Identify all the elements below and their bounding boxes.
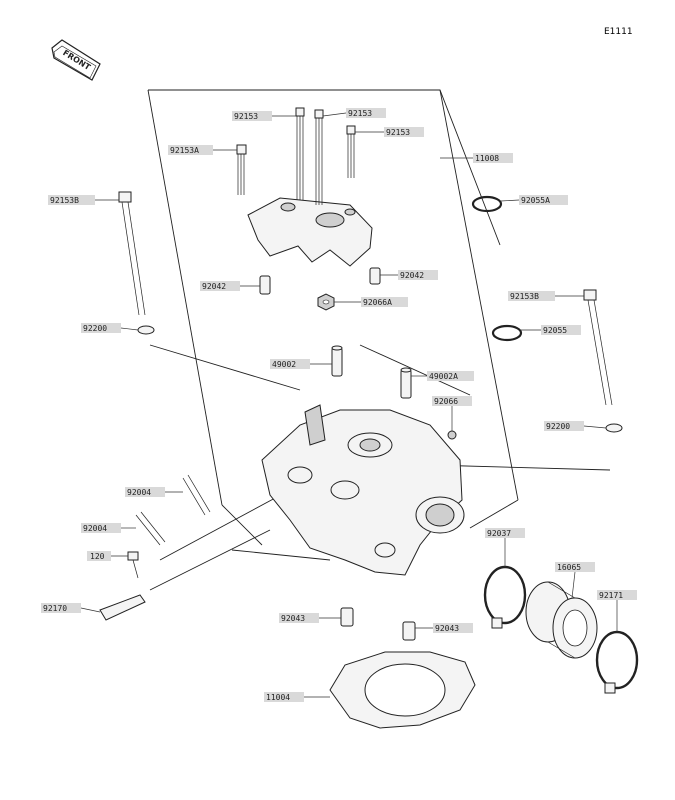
callout-11008: 11008 — [473, 153, 513, 163]
dowel-92043-left — [340, 607, 354, 627]
svg-text:92004: 92004 — [127, 488, 151, 497]
plate-92170 — [99, 594, 146, 621]
stud-92004-lower — [135, 511, 166, 546]
svg-text:92042: 92042 — [400, 271, 424, 280]
dowel-92043-right — [402, 621, 416, 641]
callout-92066a: 92066A — [361, 297, 408, 307]
callout-92153-b: 92153 — [346, 108, 386, 118]
svg-text:92042: 92042 — [202, 282, 226, 291]
stud-bolt-92153b-left — [118, 191, 155, 335]
callout-92055a: 92055A — [519, 195, 568, 205]
callout-92200-left: 92200 — [81, 323, 121, 333]
svg-text:92043: 92043 — [435, 624, 459, 633]
callout-92055: 92055 — [541, 325, 581, 335]
svg-text:92170: 92170 — [43, 604, 67, 613]
svg-text:11004: 11004 — [266, 693, 290, 702]
callout-92066: 92066 — [432, 396, 472, 406]
svg-text:92153: 92153 — [234, 112, 258, 121]
callout-120: 120 — [87, 551, 111, 561]
clamp-92171 — [595, 630, 639, 694]
callout-92037: 92037 — [485, 528, 525, 538]
svg-text:92171: 92171 — [599, 591, 623, 600]
svg-text:92066A: 92066A — [363, 298, 392, 307]
svg-text:92037: 92037 — [487, 529, 511, 538]
diagram-code: E1111 — [604, 27, 633, 37]
callout-92153-a: 92153 — [232, 111, 272, 121]
callout-92043-left: 92043 — [279, 613, 319, 623]
stud-bolt-92153b-right — [583, 289, 623, 433]
stud-92004-upper — [182, 474, 211, 516]
svg-text:49002A: 49002A — [429, 372, 458, 381]
callout-92004-upper: 92004 — [125, 487, 165, 497]
svg-text:92153: 92153 — [348, 109, 372, 118]
callout-92042-left: 92042 — [200, 281, 240, 291]
nut-92066a — [317, 293, 335, 311]
svg-text:92066: 92066 — [434, 397, 458, 406]
plug-92066 — [447, 430, 457, 440]
callout-92004-lower: 92004 — [81, 523, 121, 533]
callout-92153b-right: 92153B — [508, 291, 555, 301]
svg-text:92055: 92055 — [543, 326, 567, 335]
callout-92042-right: 92042 — [398, 270, 438, 280]
head-gasket-11004 — [329, 651, 476, 729]
callout-92200-right: 92200 — [544, 421, 584, 431]
callout-92153a: 92153A — [168, 145, 213, 155]
clamp-92037 — [483, 565, 527, 629]
bolt-92153-a — [295, 107, 305, 200]
callout-92153-c: 92153 — [384, 127, 424, 137]
valve-guide-49002a — [400, 367, 412, 399]
svg-text:11008: 11008 — [475, 154, 499, 163]
bolt-92153-b — [314, 109, 324, 205]
bolt-92153a — [236, 144, 247, 195]
bolt-92153-c — [346, 125, 356, 178]
svg-text:49002: 49002 — [272, 360, 296, 369]
svg-text:92200: 92200 — [83, 324, 107, 333]
bolt-120 — [127, 551, 139, 579]
front-arrow-icon: FRONT — [51, 39, 101, 81]
o-ring-92055a — [471, 195, 503, 213]
svg-text:92055A: 92055A — [521, 196, 550, 205]
leader-lines — [80, 112, 618, 698]
svg-text:92043: 92043 — [281, 614, 305, 623]
dowel-92042-right — [369, 267, 381, 285]
svg-text:92153B: 92153B — [50, 196, 79, 205]
callout-16065: 16065 — [555, 562, 595, 572]
callout-92170: 92170 — [41, 603, 81, 613]
svg-text:92153A: 92153A — [170, 146, 199, 155]
callout-92153b-left: 92153B — [48, 195, 95, 205]
svg-text:92004: 92004 — [83, 524, 107, 533]
intake-duct-16065 — [525, 581, 598, 659]
callout-49002: 49002 — [270, 359, 310, 369]
cylinder-head — [261, 404, 465, 576]
svg-text:16065: 16065 — [557, 563, 581, 572]
callout-49002a: 49002A — [427, 371, 474, 381]
svg-text:120: 120 — [90, 552, 105, 561]
valve-guide-49002 — [331, 345, 343, 377]
svg-text:92153B: 92153B — [510, 292, 539, 301]
callout-92043-right: 92043 — [433, 623, 473, 633]
dowel-92042-left — [259, 275, 271, 295]
camshaft-cap — [247, 197, 373, 267]
svg-text:92200: 92200 — [546, 422, 570, 431]
callout-11004: 11004 — [264, 692, 304, 702]
o-ring-92055 — [491, 324, 523, 342]
callout-92171: 92171 — [597, 590, 637, 600]
svg-text:92153: 92153 — [386, 128, 410, 137]
